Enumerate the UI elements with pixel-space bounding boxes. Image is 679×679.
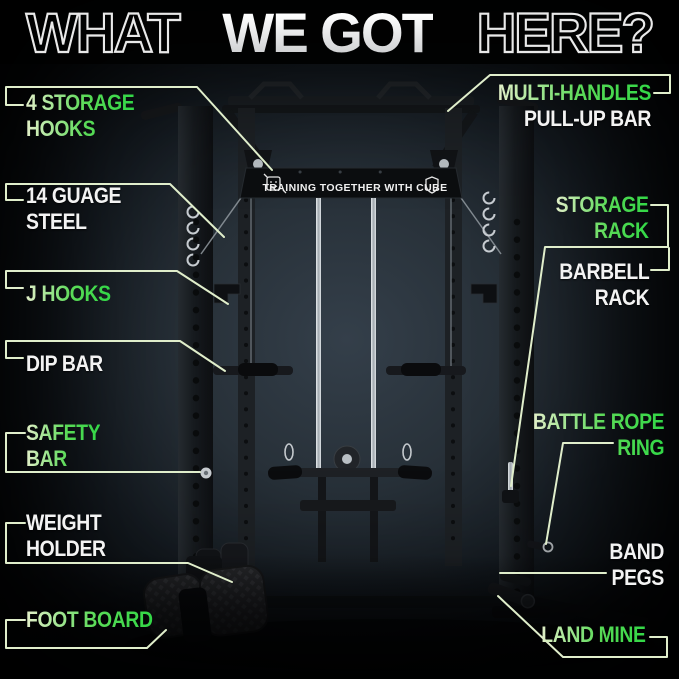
label-land-mine: LAND MINE: [541, 622, 647, 647]
title-word-what: WHAT: [25, 1, 182, 65]
page-title: WHAT WE GOT HERE?: [0, 0, 679, 67]
label-foot-board: FOOT BOARD: [26, 607, 153, 632]
label-weight-holder: WEIGHT HOLDER: [26, 510, 106, 561]
label-dip-bar: DIP BAR: [26, 351, 103, 376]
label-safety-bar: SAFETY BAR: [26, 420, 101, 471]
label-band-pegs: BAND PEGS: [609, 539, 664, 590]
label-storage-rack: STORAGE RACK: [556, 192, 649, 243]
title-background-band: [0, 0, 679, 64]
label-gauge-steel: 14 GUAGE STEEL: [26, 183, 122, 234]
title-word-here: HERE?: [476, 1, 657, 65]
label-pull-up-bar: MULTI-HANDLES PULL-UP BAR: [497, 80, 652, 131]
label-battle-rope-ring: BATTLE ROPE RING: [532, 409, 665, 460]
label-storage-hooks: 4 STORAGE HOOKS: [26, 90, 135, 141]
title-word-wegot: WE GOT: [222, 1, 435, 65]
label-barbell-rack: BARBELL RACK: [558, 259, 649, 310]
label-j-hooks: J HOOKS: [26, 281, 111, 306]
